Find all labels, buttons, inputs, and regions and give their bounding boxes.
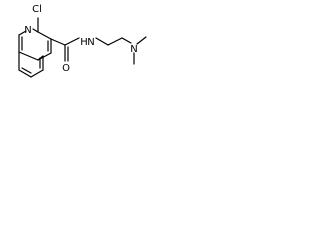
bond <box>121 37 132 44</box>
bond <box>64 37 80 46</box>
bond <box>21 67 32 74</box>
amide-hydrogen-label: H <box>80 37 88 48</box>
bond <box>136 36 147 45</box>
ring-nitrogen-label: N <box>24 25 31 36</box>
bond <box>107 37 123 46</box>
bond <box>37 31 52 40</box>
bond <box>37 55 44 61</box>
oxygen-label: O <box>62 63 70 74</box>
bond <box>50 38 66 46</box>
bond <box>95 37 109 46</box>
amide-nitrogen-label: N <box>87 37 94 48</box>
bond <box>18 69 32 78</box>
atom-labels: Cl N N H N O <box>24 4 137 74</box>
bonds <box>18 17 147 78</box>
chlorine-label: Cl <box>32 4 42 15</box>
amine-nitrogen-label: N <box>130 44 137 55</box>
bond <box>18 30 27 36</box>
bond <box>18 51 39 61</box>
molecule-diagram: Cl N N H N O <box>18 4 147 78</box>
bond <box>30 69 44 78</box>
bond <box>32 28 39 33</box>
